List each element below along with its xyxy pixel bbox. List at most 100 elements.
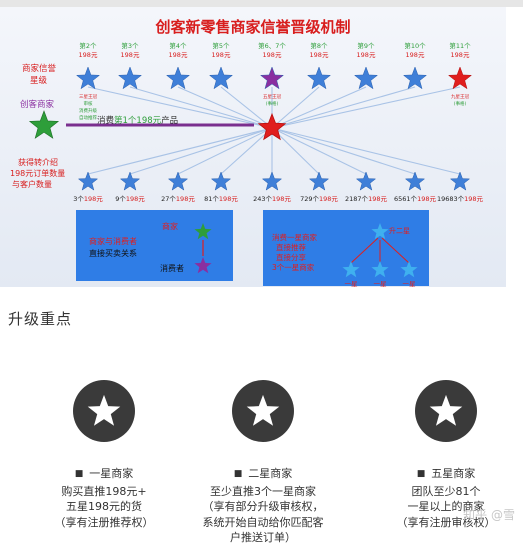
count-number: 9个 xyxy=(115,195,126,203)
tier-star-icon xyxy=(117,66,143,90)
count-price: 198元 xyxy=(176,195,195,203)
card-heading: 一星商家 xyxy=(29,466,179,484)
count-price: 198元 xyxy=(126,195,145,203)
tier-star-icon xyxy=(447,66,473,90)
count-price: 198元 xyxy=(464,195,483,203)
tier-star-icon xyxy=(402,66,428,90)
tier-arrow xyxy=(271,86,461,129)
promotion-diagram: 创客新零售商家信誉晋级机制 商家信誉 星级 创客商家 获得转介绍 198元订单数… xyxy=(0,7,506,287)
tier-note: (事格) xyxy=(454,100,467,107)
count-number: 243个 xyxy=(253,195,272,203)
count-price: 198元 xyxy=(84,195,103,203)
tier-label: 第6、7个 xyxy=(258,41,286,50)
count-label: 2187个198元 xyxy=(345,195,387,203)
tier-arrow xyxy=(177,86,273,129)
arrow-lines xyxy=(87,86,461,175)
box-direct-relation: 商家 商家与消费者 直接买卖关系 消费者 xyxy=(76,210,233,281)
box-right-bg xyxy=(263,210,429,286)
box-sub-star-label: 一星 xyxy=(345,280,359,287)
tier-label: 第8个 xyxy=(310,41,328,50)
tier-price: 198元 xyxy=(212,51,231,59)
card-one-star: 一星商家 购买直推198元+ 五星198元的货 （享有注册推荐权） xyxy=(29,380,179,530)
card-two-star: 二星商家 至少直推3个一星商家 （享有部分升级审核权， 系统开始自动给你匹配客 … xyxy=(188,380,338,546)
count-label: 27个198元 xyxy=(161,195,195,203)
merchant-level-label-2: 星级 xyxy=(30,75,48,86)
count-number: 729个 xyxy=(300,195,319,203)
referral-label-2: 198元订单数量 xyxy=(10,168,65,178)
box-left-line-1: 商家与消费者 xyxy=(89,236,137,246)
count-label: 9个198元 xyxy=(115,195,145,203)
card-heading: 五星商家 xyxy=(371,466,521,484)
tier-label: 第5个 xyxy=(212,41,230,50)
box-merchant-label: 商家 xyxy=(162,221,178,231)
box-left-line-2: 直接买卖关系 xyxy=(89,248,137,258)
count-arrow xyxy=(271,127,320,175)
box-top-star-label: 升二星 xyxy=(389,226,410,235)
count-arrow xyxy=(129,127,273,175)
tier-star-icon xyxy=(353,66,379,90)
card-line: （享有注册推荐权） xyxy=(54,515,154,529)
count-price: 198元 xyxy=(272,195,291,203)
diagram-title: 创客新零售商家信誉晋级机制 xyxy=(154,18,350,36)
count-label: 729个198元 xyxy=(300,195,338,203)
star-badge-icon xyxy=(232,380,294,442)
star-badge-icon xyxy=(73,380,135,442)
box-sub-star-label: 一星 xyxy=(374,280,388,287)
tier-star-icon xyxy=(306,66,332,90)
count-arrow xyxy=(177,127,273,175)
count-number: 3个 xyxy=(73,195,84,203)
tier-price: 198元 xyxy=(121,51,140,59)
card-text: 一星商家 购买直推198元+ 五星198元的货 （享有注册推荐权） xyxy=(29,466,179,530)
box-branch-right xyxy=(381,237,410,264)
box-right-line-2: 直接推荐 xyxy=(276,242,306,252)
tier-price: 198元 xyxy=(310,51,329,59)
card-five-star: 五星商家 团队至少81个 一星以上的商家 （享有注册审核权） xyxy=(371,380,521,530)
card-line: 购买直推198元+ xyxy=(61,484,147,498)
count-label: 243个198元 xyxy=(253,195,291,203)
count-arrow xyxy=(87,127,273,175)
tier-note: 三星王冠 xyxy=(79,94,97,100)
card-line: （享有部分升级审核权， xyxy=(202,500,324,513)
tier-note: 消费升级 xyxy=(79,107,97,114)
card-line: （享有注册审核权） xyxy=(396,515,496,529)
count-star-icon xyxy=(308,171,330,191)
count-label: 81个198元 xyxy=(204,195,238,203)
box-right-line-4: 3个一星商家 xyxy=(272,262,315,272)
referral-label-1: 获得转介绍 xyxy=(18,157,58,167)
count-arrow xyxy=(271,127,367,175)
count-star-icon xyxy=(167,171,189,191)
center-star-icon xyxy=(257,112,287,141)
box-merchant-star-icon xyxy=(194,223,212,240)
tier-price: 198元 xyxy=(79,51,98,59)
box-upgrade-star-icon xyxy=(371,223,389,240)
count-number: 6561个 xyxy=(394,195,418,203)
tier-label: 第11个 xyxy=(449,41,471,50)
star-badge-icon xyxy=(415,380,477,442)
box-one-star-icon xyxy=(371,261,389,278)
tier-star-icon xyxy=(165,66,191,90)
box-sub-star-label: 一星 xyxy=(403,280,417,287)
tier-note: 五星王冠 xyxy=(263,94,281,100)
count-price: 198元 xyxy=(368,195,387,203)
tier-arrow xyxy=(129,86,273,129)
tier-price: 198元 xyxy=(169,51,188,59)
card-line: 团队至少81个 xyxy=(411,484,481,498)
count-star-icon xyxy=(355,171,377,191)
tier-note: 审核 xyxy=(84,100,93,107)
diagram-background xyxy=(0,7,506,287)
box-upgrade: 消费一星商家 直接推荐 直接分享 3个一星商家 升二星 一星 一星 一星 xyxy=(263,210,429,287)
tier-label: 第9个 xyxy=(357,41,375,50)
watermark: 知乎 @雪 xyxy=(463,508,515,522)
count-star-icon xyxy=(210,171,232,191)
tier-row: 第2个198元三星王冠审核消费升级自动推荐第3个198元第4个198元第5个19… xyxy=(75,41,473,121)
box-one-star-icon xyxy=(400,261,418,278)
count-number: 81个 xyxy=(204,195,219,203)
count-label: 6561个198元 xyxy=(394,195,436,203)
count-arrow xyxy=(271,127,416,175)
count-arrow xyxy=(271,127,461,175)
maker-merchant-label: 创客商家 xyxy=(20,99,55,110)
count-star-icon xyxy=(449,171,471,191)
card-text: 二星商家 至少直推3个一星商家 （享有部分升级审核权， 系统开始自动给你匹配客 … xyxy=(188,466,338,546)
box-branch-left xyxy=(350,237,379,264)
count-star-icon xyxy=(77,171,99,191)
